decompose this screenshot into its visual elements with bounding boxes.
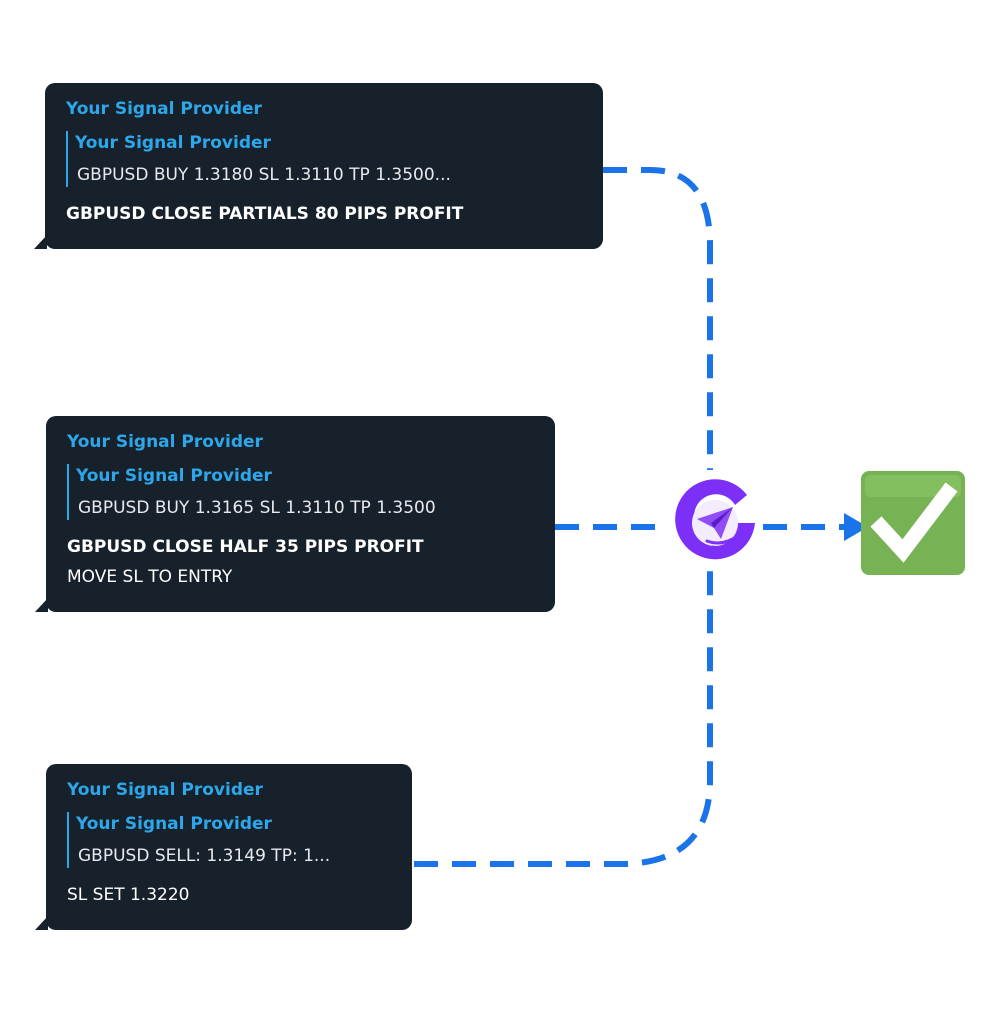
quote-text: GBPUSD SELL: 1.3149 TP: 1... xyxy=(78,846,331,866)
message-bubble-2: Your Signal Provider Your Signal Provide… xyxy=(35,416,555,612)
message-bubble-3: Your Signal Provider Your Signal Provide… xyxy=(35,764,412,930)
connector-from-message-1 xyxy=(603,167,713,470)
reply-quote: Your Signal Provider GBPUSD SELL: 1.3149… xyxy=(67,812,392,868)
message-text: GBPUSD CLOSE PARTIALS 80 PIPS PROFIT xyxy=(66,204,464,224)
check-mark-icon xyxy=(861,471,965,575)
reply-quote: Your Signal Provider GBPUSD BUY 1.3180 S… xyxy=(66,131,583,187)
quote-text: GBPUSD BUY 1.3165 SL 1.3110 TP 1.3500 xyxy=(78,498,436,518)
message-text: SL SET 1.3220 xyxy=(67,885,190,905)
paper-plane-logo-icon xyxy=(669,475,761,567)
quote-sender: Your Signal Provider xyxy=(76,466,272,486)
message-sender: Your Signal Provider xyxy=(67,432,263,452)
quote-text: GBPUSD BUY 1.3180 SL 1.3110 TP 1.3500... xyxy=(77,165,451,185)
reply-quote: Your Signal Provider GBPUSD BUY 1.3165 S… xyxy=(67,464,535,520)
quote-sender: Your Signal Provider xyxy=(76,814,272,834)
message-bubble-1: Your Signal Provider Your Signal Provide… xyxy=(34,83,603,249)
message-text: GBPUSD CLOSE HALF 35 PIPS PROFIT xyxy=(67,537,424,557)
message-sender: Your Signal Provider xyxy=(67,780,263,800)
arrowhead-icon xyxy=(844,513,868,541)
message-text: MOVE SL TO ENTRY xyxy=(67,567,233,587)
message-sender: Your Signal Provider xyxy=(66,99,262,119)
quote-sender: Your Signal Provider xyxy=(75,133,271,153)
connector-from-message-3 xyxy=(414,570,713,867)
